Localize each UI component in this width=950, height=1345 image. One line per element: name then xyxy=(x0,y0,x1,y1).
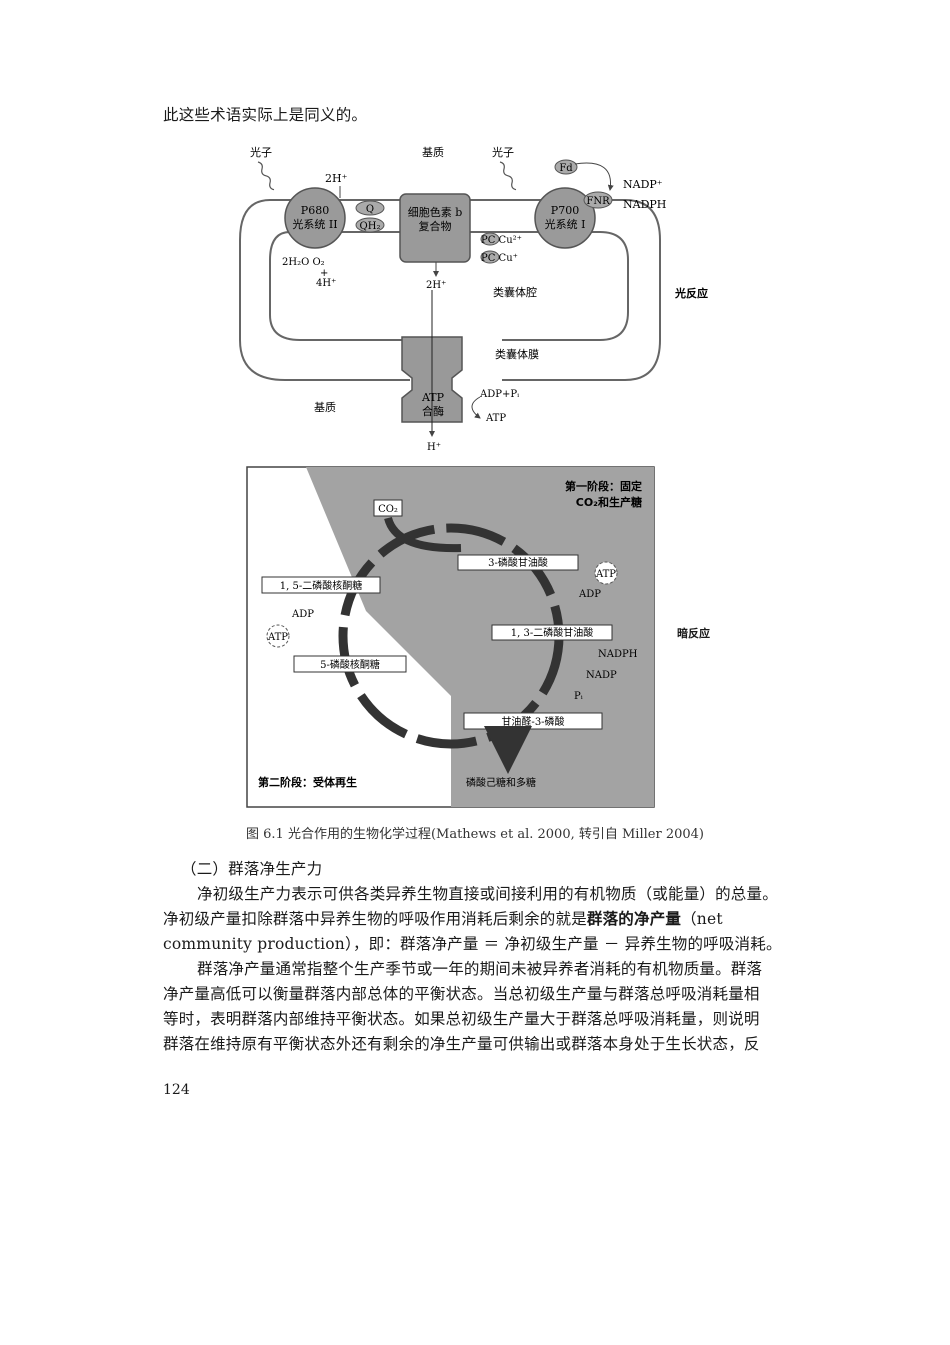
paragraph1-line2: 净初级产量扣除群落中异养生物的呼吸作用消耗后剩余的就是群落的净产量（net xyxy=(163,907,723,932)
light-reaction-side-label: 光反应 xyxy=(674,286,708,300)
hexose-label: 磷酸己糖和多糖 xyxy=(466,776,536,789)
dark-reaction-side-label: 暗反应 xyxy=(677,627,710,640)
paragraph2-line3: 等时，表明群落内部维持平衡状态。如果总初级生产量大于群落总呼吸消耗量，则说明 xyxy=(163,1010,760,1028)
atp-right-label: ATP xyxy=(595,569,616,580)
bpg-label: 1, 3-二磷酸甘油酸 xyxy=(511,626,593,639)
p700-label: P700 xyxy=(551,204,579,217)
h2-plus-label: 2H⁺ xyxy=(325,172,348,185)
section-heading: （二）群落净生产力 xyxy=(181,860,323,878)
atp-burst-icon-left xyxy=(266,624,290,648)
adp-right-label: ADP xyxy=(578,589,601,600)
pc-cu1-label: PC Cu⁺ xyxy=(481,253,518,264)
p680-label: P680 xyxy=(301,204,329,217)
atp-burst-icon xyxy=(594,561,618,585)
atp-out-label: ATP xyxy=(485,413,506,424)
psi-label: 光系统 I xyxy=(545,217,586,231)
fnr-label: FNR xyxy=(586,196,610,207)
paragraph2-line4: 群落在维持原有平衡状态外还有剩余的净生产量可供输出或群落本身处于生长状态，反 xyxy=(163,1035,760,1053)
photon-right-label: 光子 xyxy=(492,145,514,159)
cytochrome-b-complex xyxy=(399,193,471,263)
pc-cu2-label: PC Cu²⁺ xyxy=(481,235,522,246)
nadp-dark-label: NADP xyxy=(586,670,617,681)
paragraph1-line2-post: （net xyxy=(681,910,723,928)
paragraph1-line2-pre: 净初级产量扣除群落中异养生物的呼吸作用消耗后剩余的就是 xyxy=(163,910,587,928)
stage1-line2: CO₂和生产糖 xyxy=(576,495,642,509)
h-out-label: H⁺ xyxy=(427,442,441,453)
stage2-label: 第二阶段：受体再生 xyxy=(258,775,357,789)
q-label: Q xyxy=(366,204,374,215)
figure-caption: 图 6.1 光合作用的生物化学过程(Mathews et al. 2000, 转… xyxy=(246,827,704,842)
two-h-lumen-label: 2H⁺ xyxy=(426,280,446,291)
pga-label: 3-磷酸甘油酸 xyxy=(488,556,548,569)
light-reaction-diagram: 光子 光子 基质 2H⁺ P680 光系统 II Q QH₂ 细胞色素 b 复合… xyxy=(239,145,708,453)
co2-label: CO₂ xyxy=(378,504,398,515)
top-text-line: 此这些术语实际上是同义的。 xyxy=(163,106,368,124)
four-h-label: 4H⁺ xyxy=(316,278,336,289)
p700-photosystem-i xyxy=(534,187,596,249)
psii-label: 光系统 II xyxy=(292,217,337,231)
g3p-label: 甘油醛-3-磷酸 xyxy=(501,715,564,728)
photon-wave-icon xyxy=(257,161,275,191)
net-community-production-term: 群落的净产量 xyxy=(586,910,682,928)
ru5p-label: 5-磷酸核酮糖 xyxy=(320,658,380,671)
adp-pi-label: ADP+Pᵢ xyxy=(479,389,519,400)
p680-photosystem-ii xyxy=(284,187,346,249)
complex-label: 复合物 xyxy=(419,219,452,233)
synthase-label: 合酶 xyxy=(422,404,444,418)
photon-wave-icon xyxy=(499,161,517,191)
qh2-label: QH₂ xyxy=(360,221,381,232)
cytb-label: 细胞色素 b xyxy=(408,205,463,219)
fd-label: Fd xyxy=(559,163,573,174)
nadp-plus-label: NADP⁺ xyxy=(623,178,663,191)
membrane-inner xyxy=(269,231,629,341)
atp-left-label: ATP xyxy=(267,632,288,643)
nadph-label: NADPH xyxy=(623,198,666,211)
paragraph1-line1: 净初级生产力表示可供各类异养生物直接或间接利用的有机物质（或能量）的总量。 xyxy=(197,885,778,903)
membrane-outer xyxy=(239,199,661,381)
pi-label: Pᵢ xyxy=(574,691,583,702)
stroma-bottom-label: 基质 xyxy=(314,401,336,414)
nadph-dark-label: NADPH xyxy=(598,649,638,660)
lumen-label: 类囊体腔 xyxy=(493,285,537,299)
dark-reaction-diagram: CO₂ 第一阶段：固定 CO₂和生产糖 3-磷酸甘油酸 ATP ADP 1, 3… xyxy=(246,466,655,808)
atp-synthase-label: ATP xyxy=(421,391,445,404)
page-number: 124 xyxy=(163,1082,190,1098)
paragraph1-line3: community production），即：群落净产量 ＝ 净初级生产量 －… xyxy=(163,935,782,953)
rubp-label: 1, 5-二磷酸核酮糖 xyxy=(280,579,362,592)
paragraph2-line1: 群落净产量通常指整个生产季节或一年的期间未被异养者消耗的有机物质量。群落 xyxy=(197,960,763,978)
paragraph2-line2: 净产量高低可以衡量群落内部总体的平衡状态。当总初级生产量与群落总呼吸消耗量相 xyxy=(163,985,760,1003)
co2-arrow xyxy=(384,516,462,553)
plus-sign: + xyxy=(320,268,328,279)
photon-left-label: 光子 xyxy=(250,145,272,159)
membrane-label: 类囊体膜 xyxy=(495,347,539,361)
stroma-top-label: 基质 xyxy=(422,146,444,159)
stage1-line1: 第一阶段：固定 xyxy=(565,479,642,493)
water-o2-label: 2H₂O O₂ xyxy=(282,257,325,268)
adp-left-label: ADP xyxy=(291,609,314,620)
